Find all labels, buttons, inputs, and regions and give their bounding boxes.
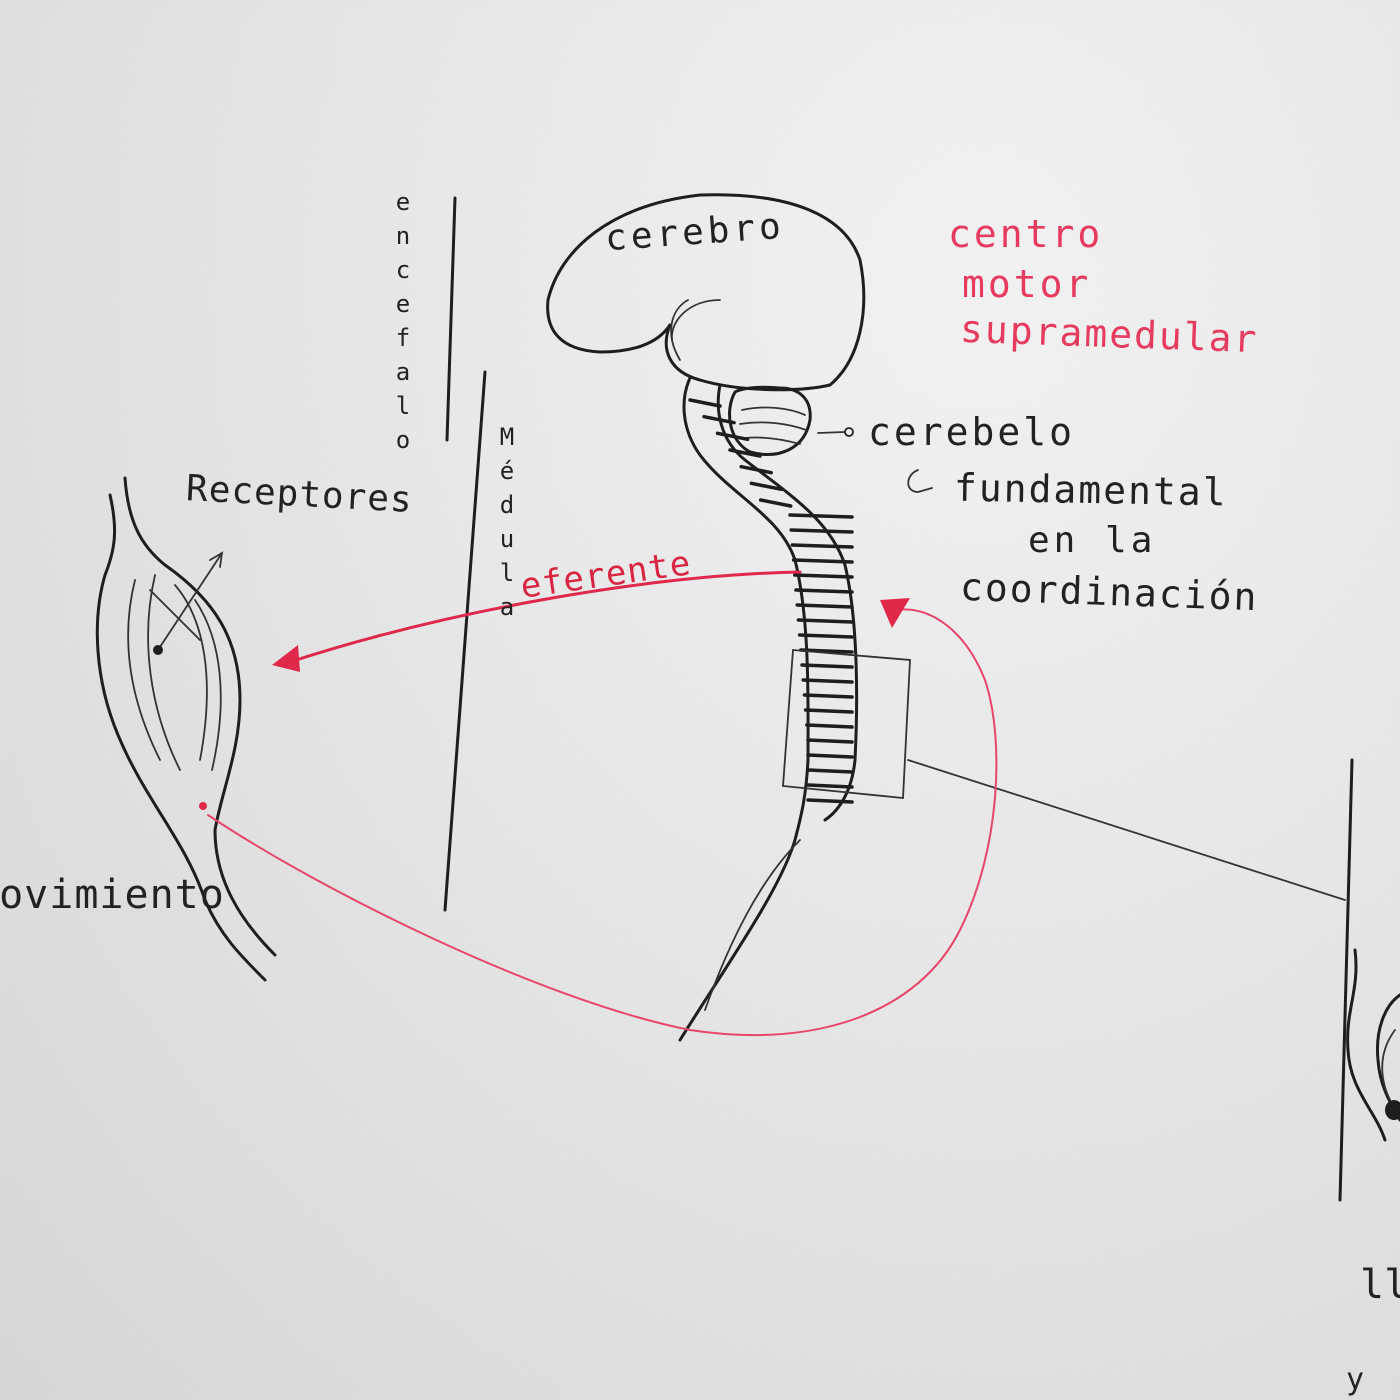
receptor-arrowhead	[209, 551, 224, 568]
muscle-fiber-2	[147, 574, 181, 771]
spine-segment	[728, 448, 762, 458]
centro-label-line2: motor	[962, 262, 1092, 306]
spine-segment	[805, 723, 854, 729]
y-label: y	[1346, 1362, 1365, 1397]
medula-bracket-line	[443, 370, 487, 912]
spine-segment	[806, 768, 854, 774]
movimiento-label: movimiento	[0, 872, 225, 918]
spine-segment	[739, 464, 773, 475]
receptor-cross	[149, 589, 201, 641]
spine-segment	[789, 528, 854, 534]
cerebelo-label: cerebelo	[868, 410, 1076, 454]
zoom-leader-line	[907, 759, 1346, 901]
spine-tail	[704, 839, 801, 1011]
efferent-arrow	[288, 570, 802, 664]
spine-segment	[801, 678, 854, 684]
encefalo-bracket-line	[445, 196, 457, 442]
spine-segment	[794, 588, 854, 594]
centro-label-line1: centro	[948, 212, 1104, 256]
efferent-arrowhead	[272, 645, 300, 672]
muscle-fiber-4	[194, 599, 222, 771]
muscle-outline-right	[123, 476, 277, 957]
spine-segment	[749, 481, 784, 492]
lle-label: lle	[1360, 1262, 1400, 1308]
spine-right-edge	[716, 383, 859, 822]
spine-segment	[806, 753, 854, 759]
muscle-fiber-1	[127, 579, 161, 761]
spine-segment	[802, 693, 854, 699]
brain-inner-fold-2	[671, 299, 721, 341]
fundamental-label-line2: en la	[1028, 520, 1157, 561]
muscle-outline-left	[95, 493, 267, 982]
spine-segment	[806, 783, 854, 789]
spine-segment	[806, 738, 854, 744]
zoom-box	[782, 649, 911, 799]
fundamental-label-line1: fundamental	[953, 465, 1229, 515]
spine-segment	[790, 543, 854, 549]
receptor-dot	[153, 645, 163, 655]
spine-segment	[793, 573, 854, 579]
spine-segments	[688, 398, 854, 804]
afferent-arrowhead	[880, 598, 910, 628]
spine-segment	[806, 798, 854, 804]
spine-segment	[796, 618, 854, 624]
spine-segment	[797, 633, 854, 639]
cerebelo-pointer-dot	[844, 427, 854, 437]
right-panel-line	[1338, 758, 1354, 1202]
brain-inner-fold	[670, 299, 689, 361]
cerebellum-folia	[739, 406, 807, 445]
afferent-loop	[207, 608, 998, 1037]
spine-segment	[800, 663, 854, 669]
spine-segment	[803, 708, 854, 714]
spine-segment	[788, 513, 854, 519]
right-muscle-fiber	[1381, 1029, 1396, 1101]
right-muscle-dot	[1385, 1100, 1400, 1120]
receptor-arrow	[157, 552, 223, 651]
afferent-origin-dot	[199, 802, 207, 810]
spine-segment	[688, 398, 722, 408]
spine-segment	[799, 648, 854, 654]
brain-outline	[546, 193, 866, 392]
spine-segment	[758, 498, 793, 508]
muscle-fiber-3	[174, 584, 208, 761]
cerebelo-pointer	[817, 431, 846, 434]
spine-segment	[791, 558, 854, 564]
spine-segment	[702, 414, 736, 425]
fundamental-hook-arrow	[907, 469, 933, 493]
spine-segment	[715, 431, 750, 442]
spine-segment	[795, 603, 854, 609]
